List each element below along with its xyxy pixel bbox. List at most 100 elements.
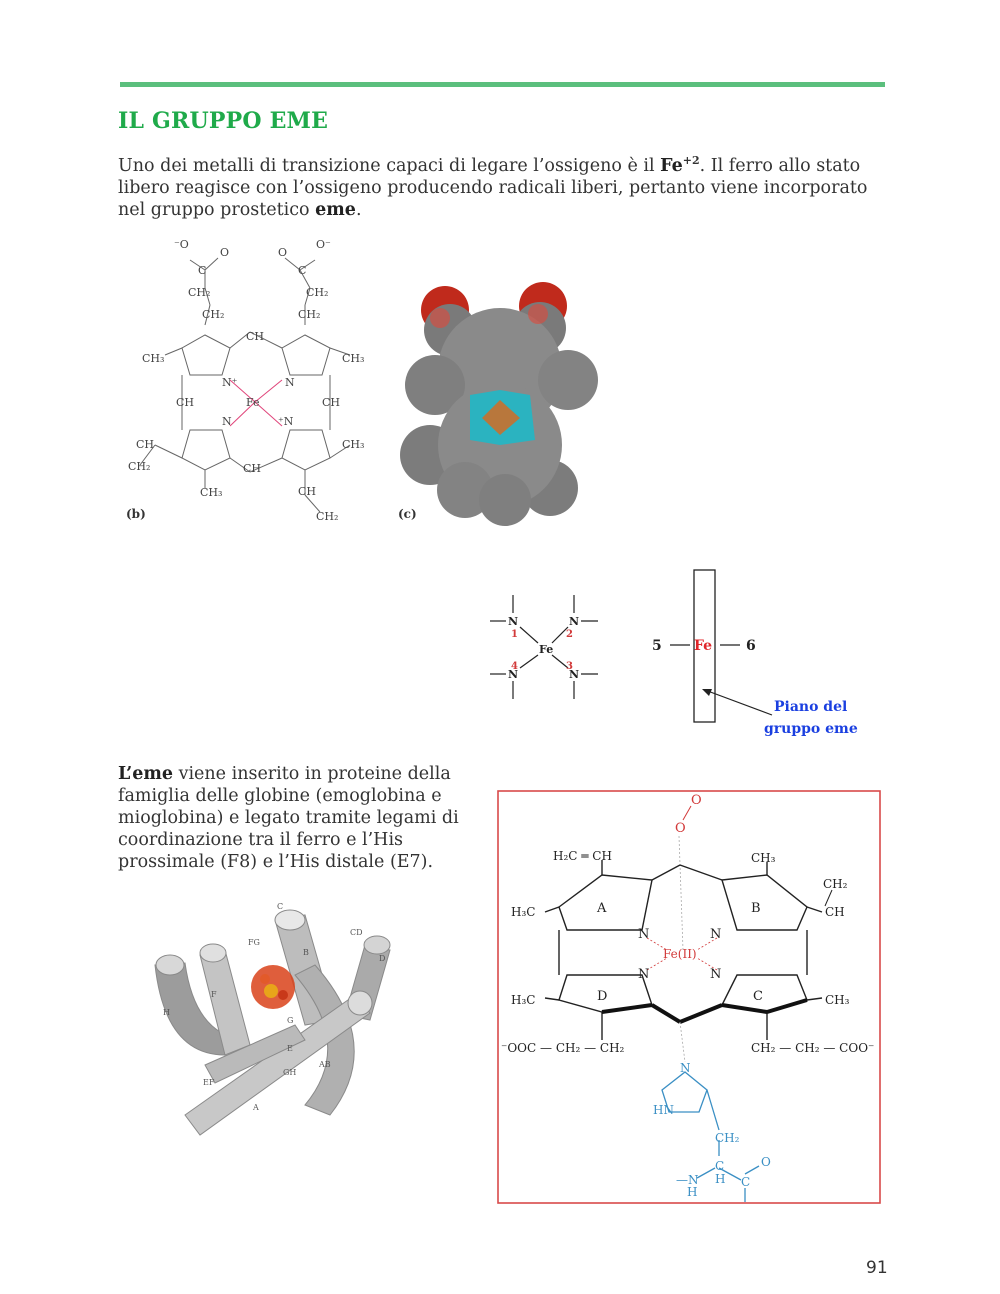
ring-c: C (753, 989, 763, 1004)
svg-text:N: N (222, 415, 232, 428)
top-green-rule (120, 82, 885, 87)
methyl-b: CH₃ (751, 851, 776, 865)
fe-coordination-figure: N N N N Fe 1 2 3 4 5 6 Fe Piano del grup… (490, 569, 858, 737)
ring-a: A (596, 901, 607, 916)
panel-c-label: (c) (398, 507, 417, 521)
intro-paragraph: Uno dei metalli di transizione capaci di… (118, 150, 898, 221)
svg-text:CH₂: CH₂ (202, 308, 224, 321)
helix-label-f: F (211, 990, 217, 999)
n-ring-a: N (638, 927, 649, 942)
svg-text:CH: CH (246, 330, 264, 343)
svg-text:C: C (198, 264, 206, 277)
his-carbonyl-c: C (741, 1175, 750, 1189)
svg-text:O⁻: O⁻ (316, 238, 331, 251)
intro-text-1: Uno dei metalli di transizione capaci di… (118, 155, 661, 176)
position-3: 3 (566, 661, 573, 672)
axial-position-5: 5 (652, 638, 662, 654)
svg-text:CH: CH (298, 485, 316, 498)
section-heading: IL GRUPPO EME (118, 108, 329, 134)
svg-text:N: N (285, 376, 295, 389)
helix-label-cd: CD (350, 928, 363, 937)
n-ring-c: N (710, 967, 721, 982)
globin-structure-figure: C CD D FG B F H E G AB GH EF A (154, 902, 391, 1136)
histidine-skeleton (661, 1071, 760, 1202)
plane-label-line1: Piano del (774, 699, 847, 715)
propionate-left: ⁻OOC — CH₂ — CH₂ (501, 1041, 625, 1055)
fe-atom (264, 984, 278, 998)
fe-center-label: Fe (539, 643, 553, 656)
svg-text:CH₂: CH₂ (298, 308, 320, 321)
vinyl-left: H₂C ═ CH (553, 849, 612, 863)
intro-text-3: . (355, 199, 362, 220)
helix-label-h: H (163, 1008, 170, 1017)
svg-text:CH₃: CH₃ (342, 352, 364, 365)
helix-label-ab: AB (318, 1060, 331, 1069)
n-ring-b: N (710, 927, 721, 942)
helix-label-ef: EF (203, 1078, 215, 1087)
heme-skeletal-formula (139, 257, 351, 513)
plane-arrow-head (702, 689, 712, 696)
helix-label-gh: GH (283, 1068, 296, 1077)
methyl-c: CH₃ (825, 993, 850, 1007)
svg-text:N⁺: N⁺ (222, 376, 238, 389)
para2-text: viene inserito in proteine della famigli… (118, 764, 459, 872)
n-atom-4: N (508, 668, 518, 681)
propionate-right: CH₂ — CH₂ — COO⁻ (751, 1041, 874, 1055)
axial-position-6: 6 (746, 638, 756, 654)
helix-label-e: E (287, 1044, 293, 1053)
helix-label-fg: FG (248, 938, 260, 947)
position-4: 4 (511, 661, 518, 672)
his-hn: HN (653, 1103, 674, 1117)
globin-paragraph: L’eme viene inserito in proteine della f… (118, 763, 478, 873)
helix-label-g: G (287, 1016, 293, 1025)
n-atom-1: N (508, 615, 518, 628)
his-ch2: CH₂ (715, 1131, 740, 1145)
svg-text:CH₂: CH₂ (128, 460, 150, 473)
n-atom-2: N (569, 615, 579, 628)
svg-text:CH: CH (322, 396, 340, 409)
fe-ii-label: Fe(II) (663, 947, 697, 961)
o2-lower-o: O (675, 821, 686, 836)
panel-b-label: (b) (126, 507, 146, 521)
svg-text:O: O (278, 246, 287, 259)
helix-label-a: A (252, 1103, 259, 1112)
svg-text:CH₂: CH₂ (188, 286, 210, 299)
intro-fe-charge: +2 (682, 154, 700, 167)
svg-text:CH₂: CH₂ (316, 510, 338, 523)
helix-label-c: C (277, 902, 283, 911)
intro-eme: eme (315, 199, 356, 220)
svg-text:CH₃: CH₃ (342, 438, 364, 451)
n-atom-3: N (569, 668, 579, 681)
svg-text:CH: CH (243, 462, 261, 475)
his-nh-h: H (687, 1185, 697, 1199)
heme-histidine-box: O O A B C D N N N N Fe(II) H₂C ═ CH (497, 790, 881, 1204)
svg-text:⁻O: ⁻O (174, 238, 189, 251)
vinyl-right-top: CH₂ (823, 877, 848, 891)
helix-label-b: B (303, 948, 309, 957)
page-number: 91 (866, 1258, 888, 1278)
o2-upper-o: O (691, 793, 702, 808)
methyl-d: H₃C (511, 993, 535, 1007)
svg-text:CH: CH (136, 438, 154, 451)
intro-text-2: . Il ferro allo stato libero reagisce co… (118, 155, 868, 220)
intro-fe: Fe (660, 155, 683, 176)
space-filling-model (400, 282, 598, 526)
position-2: 2 (566, 629, 573, 640)
svg-text:⁺N: ⁺N (278, 415, 294, 428)
his-n-upper: N (680, 1061, 691, 1075)
para2-bold: L’eme (118, 764, 173, 784)
helix-label-d: D (379, 954, 385, 963)
his-nh-n: —N (676, 1173, 699, 1187)
methyl-a: H₃C (511, 905, 535, 919)
heme-plane-rect (693, 569, 716, 723)
fe-plane-label: Fe (694, 638, 712, 654)
svg-text:C: C (298, 264, 306, 277)
his-c-alpha: C (715, 1159, 724, 1173)
red-frame (497, 790, 881, 1204)
svg-text:Fe: Fe (246, 396, 260, 409)
position-1: 1 (511, 629, 518, 640)
svg-text:CH₃: CH₃ (200, 486, 222, 499)
svg-text:CH₂: CH₂ (306, 286, 328, 299)
